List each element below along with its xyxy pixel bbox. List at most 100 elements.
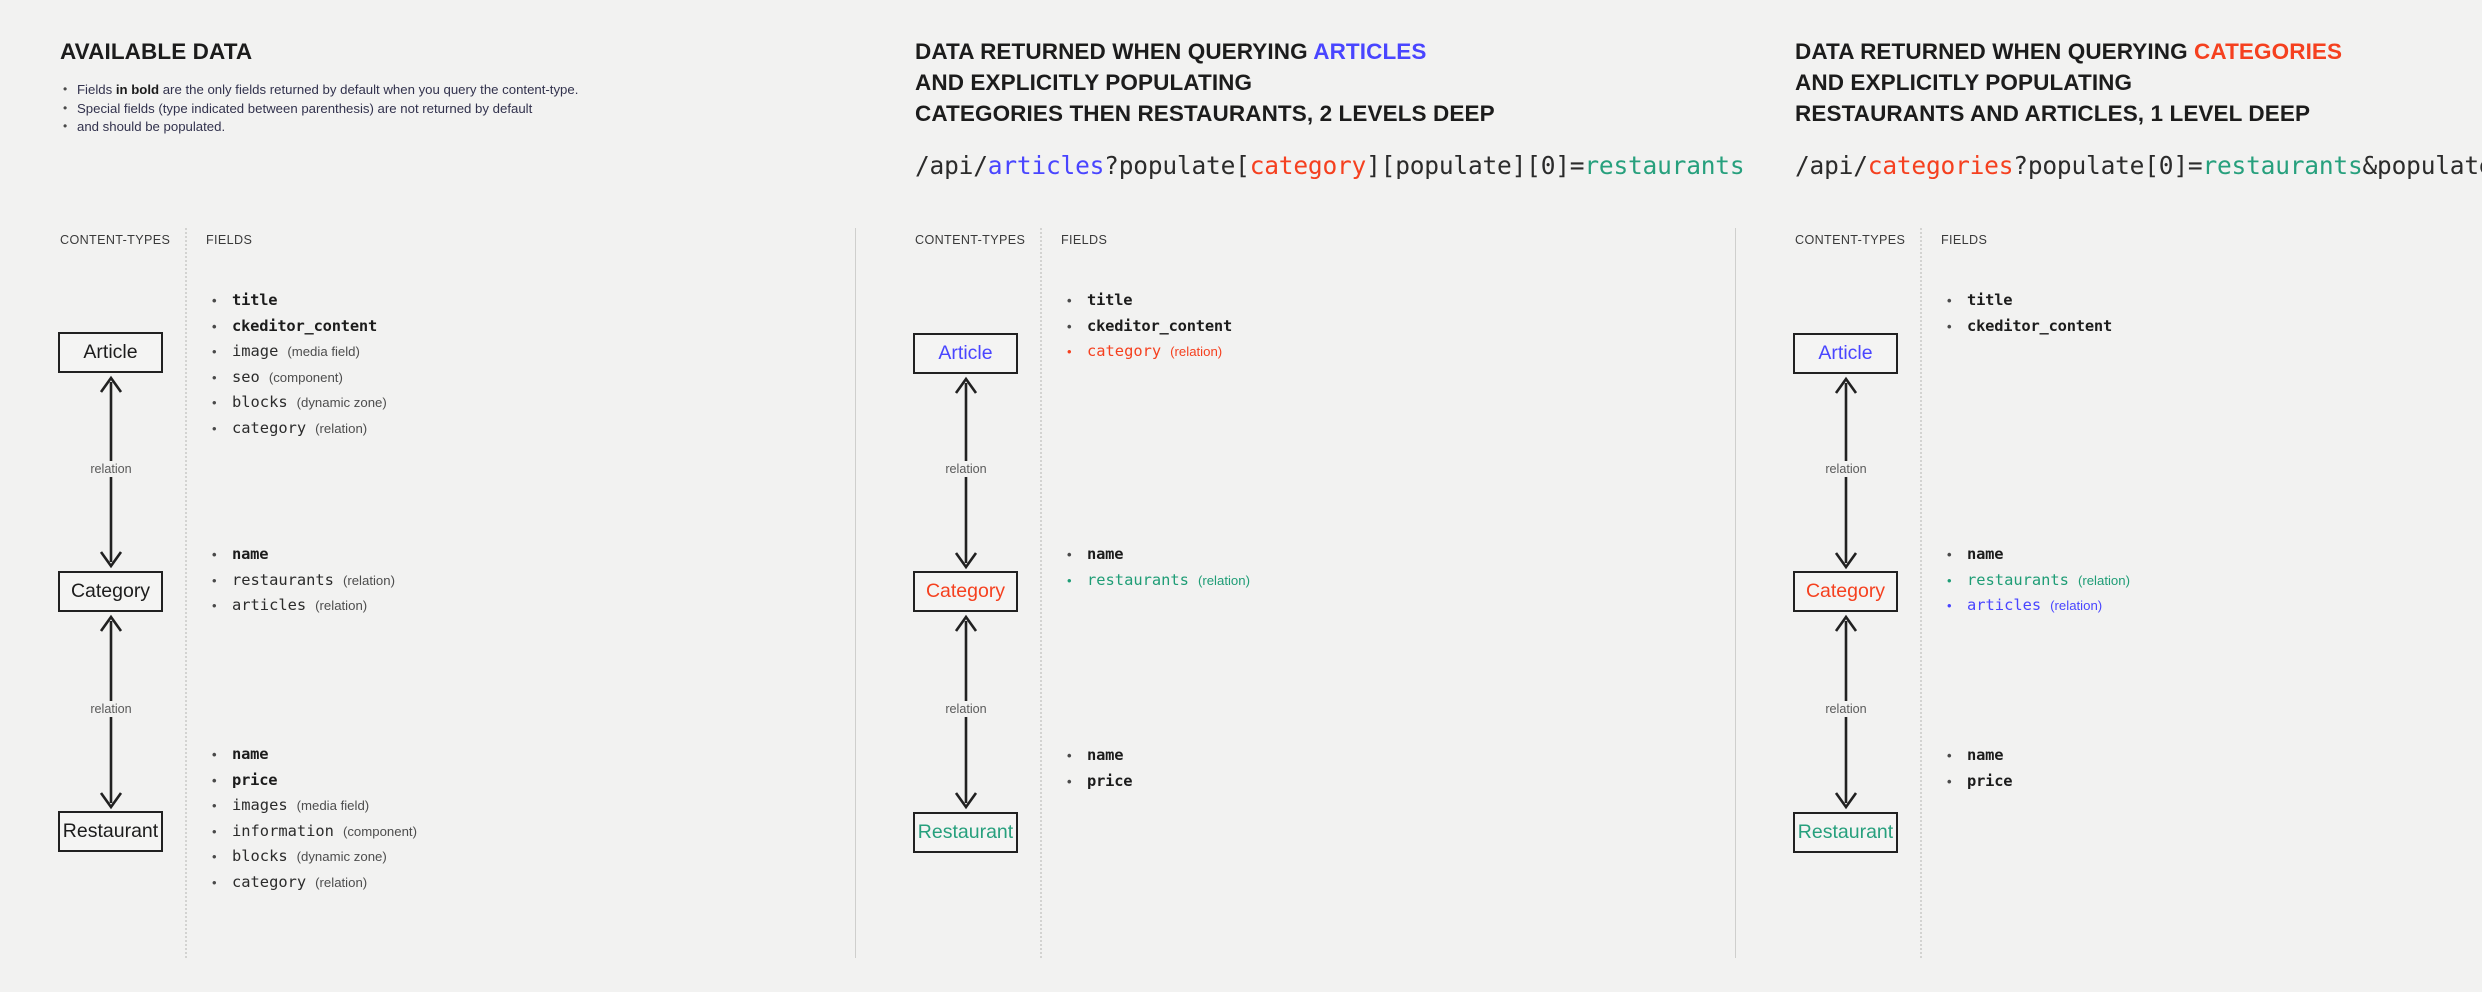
field-item: ckeditor_content — [210, 314, 387, 340]
fields-category: name restaurants (relation) articles (rela… — [210, 542, 395, 619]
field-type: (relation) — [315, 874, 368, 890]
title-line-3: CATEGORIES THEN RESTAURANTS, 2 LEVELS DE… — [915, 101, 1495, 126]
page-title: AVAILABLE DATA — [60, 39, 253, 64]
field-list: name price — [1945, 743, 2013, 794]
fields-restaurant: name price images(media field) informati… — [210, 742, 417, 895]
column-divider-dotted — [1920, 228, 1922, 958]
field-type: (dynamic zone) — [296, 849, 387, 864]
column-label-fields: FIELDS — [1941, 233, 1988, 247]
node-article[interactable]: Article — [58, 332, 163, 373]
legend-item-special-cont: • and should be populated. — [60, 117, 578, 137]
field-item: category(relation) — [210, 416, 387, 442]
relation-label-article-category: relation — [940, 461, 992, 477]
field-list: title ckeditor_content — [1945, 288, 2112, 339]
field-list: title ckeditor_content image (media field… — [210, 288, 387, 441]
field-name: ckeditor_content — [1967, 316, 2113, 335]
field-item: name — [1065, 542, 1250, 568]
title-highlight: ARTICLES — [1313, 39, 1427, 64]
fields-article: title ckeditor_content — [1945, 288, 2112, 339]
field-name: ckeditor_content — [232, 316, 378, 335]
panel-separator-2 — [1735, 228, 1736, 958]
field-name: title — [232, 291, 278, 309]
title-prefix: DATA RETURNED WHEN QUERYING — [915, 39, 1314, 64]
panel-2-header: DATA RETURNED WHEN QUERYING ARTICLES AND… — [915, 36, 1745, 181]
field-name: name — [1087, 746, 1124, 764]
field-list: name price — [1065, 743, 1133, 794]
column-label-fields: FIELDS — [1061, 233, 1108, 247]
fields-article: title ckeditor_content category(relation… — [1065, 288, 1232, 365]
field-name: information — [232, 821, 334, 840]
field-item: name — [1945, 743, 2012, 769]
relation-label-article-category: relation — [85, 461, 137, 477]
field-list: title ckeditor_content category(relation… — [1065, 288, 1232, 365]
field-name: name — [1967, 545, 2004, 563]
field-item: price — [210, 768, 417, 794]
field-item: name — [210, 542, 395, 568]
field-name: name — [1967, 746, 2004, 764]
field-item: restaurants (relation) — [1945, 568, 2130, 594]
column-divider-dotted — [185, 228, 187, 958]
legend-text-pre: Fields — [77, 82, 116, 97]
query-seg: restaurants — [1584, 151, 1745, 180]
relation-label-category-restaurant: relation — [85, 701, 137, 717]
panel-query-articles: DATA RETURNED WHEN QUERYING ARTICLES AND… — [855, 0, 1745, 992]
relation-label-category-restaurant: relation — [1820, 701, 1872, 717]
field-name: blocks — [232, 847, 288, 865]
field-name: articles — [232, 596, 307, 614]
node-category[interactable]: Category — [1793, 571, 1898, 612]
field-type: (relation) — [315, 598, 368, 613]
field-name: title — [1087, 291, 1133, 309]
field-name: articles — [1967, 596, 2042, 614]
legend-text-cont: and should be populated. — [77, 119, 226, 134]
field-name: name — [232, 745, 269, 763]
node-restaurant[interactable]: Restaurant — [1793, 812, 1898, 853]
fields-article: title ckeditor_content image (media field… — [210, 288, 387, 441]
field-name: title — [1967, 291, 2013, 309]
page-title: DATA RETURNED WHEN QUERYING ARTICLES — [915, 36, 1744, 67]
field-type: (relation) — [342, 572, 395, 588]
query-seg: ?populate[0]= — [2013, 151, 2203, 180]
field-name: name — [232, 545, 269, 563]
field-type: (relation) — [2077, 572, 2130, 588]
field-item: blocks (dynamic zone) — [210, 844, 417, 870]
fields-restaurant: name price — [1945, 743, 2013, 794]
field-name: restaurants — [1967, 570, 2069, 589]
field-item: title — [1945, 288, 2112, 314]
legend-item-special: Special fields (type indicated between p… — [60, 99, 578, 119]
field-type: (component) — [268, 369, 343, 385]
field-name: name — [1087, 545, 1124, 563]
field-item: name — [1065, 743, 1132, 769]
fields-restaurant: name price — [1065, 743, 1133, 794]
node-article[interactable]: Article — [913, 333, 1018, 374]
field-type: (media field) — [296, 798, 370, 813]
query-seg: restaurants — [2202, 151, 2363, 180]
node-restaurant[interactable]: Restaurant — [58, 811, 163, 852]
field-type: (relation) — [315, 420, 368, 436]
title-prefix: DATA RETURNED WHEN QUERYING — [1795, 39, 2195, 64]
field-list: name restaurants(relation) — [1065, 542, 1250, 593]
field-item: images(media field) — [210, 793, 417, 819]
node-article[interactable]: Article — [1793, 333, 1898, 374]
field-item: image (media field) — [210, 339, 387, 365]
field-list: name restaurants (relation) articles (rela… — [1945, 542, 2130, 619]
field-name: image — [232, 342, 279, 360]
fields-category: name restaurants(relation) — [1065, 542, 1250, 593]
node-category[interactable]: Category — [58, 571, 163, 612]
field-type: (relation) — [1197, 572, 1250, 588]
field-type: (relation) — [1170, 344, 1223, 359]
query-seg: /api/ — [915, 151, 988, 180]
column-label-fields: FIELDS — [206, 233, 253, 247]
node-category[interactable]: Category — [913, 571, 1018, 612]
field-item: title — [1065, 288, 1232, 314]
field-type: (media field) — [287, 344, 360, 359]
field-item: restaurants(relation) — [1065, 568, 1250, 594]
field-type: (dynamic zone) — [296, 395, 387, 410]
field-item: blocks(dynamic zone) — [210, 390, 387, 416]
field-item: title — [210, 288, 387, 314]
panel-separator-1 — [855, 228, 856, 958]
field-name: category — [1087, 342, 1162, 360]
node-restaurant[interactable]: Restaurant — [913, 812, 1018, 853]
query-seg: ][populate][0]= — [1366, 151, 1585, 180]
field-name: restaurants — [232, 570, 334, 589]
field-name: price — [1087, 771, 1133, 790]
